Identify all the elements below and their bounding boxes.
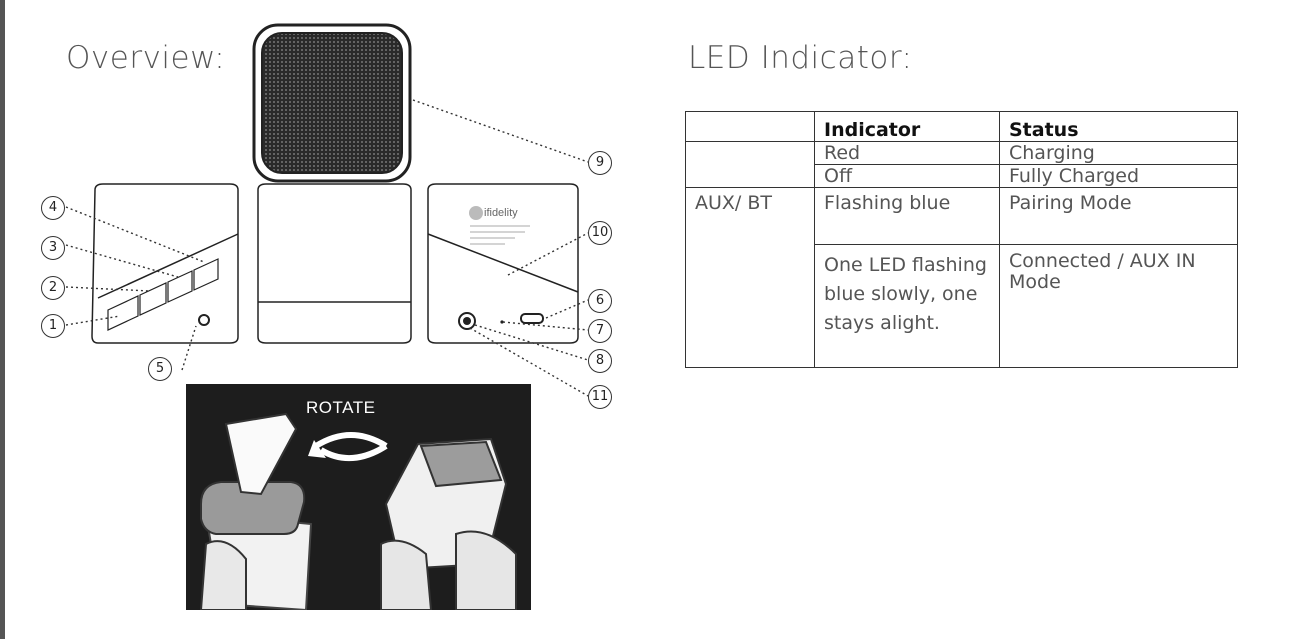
callout-3: 3	[41, 236, 65, 260]
usb-port-icon	[521, 314, 543, 323]
callout-10: 10	[588, 221, 612, 245]
rotate-arrow-icon	[308, 435, 386, 458]
indicator-cell: One LED flashing blue slowly, one stays …	[815, 245, 1000, 368]
speaker-right-view: ifidelity	[428, 184, 578, 343]
callout-2: 2	[41, 276, 65, 300]
speaker-cube-icon	[258, 184, 411, 343]
led-indicator-table: Indicator Status Red Charging Off Fully …	[685, 111, 1238, 368]
callout-8: 8	[588, 349, 612, 373]
table-row: AUX/ BT Flashing blue Pairing Mode	[686, 188, 1238, 245]
speaker-grille-icon	[254, 25, 410, 181]
callout-6: 6	[588, 289, 612, 313]
speaker-left-view	[92, 184, 238, 343]
callout-1: 1	[41, 314, 65, 338]
status-cell: Connected / AUX IN Mode	[1000, 245, 1238, 368]
mode-cell-empty	[686, 142, 815, 188]
mode-cell-aux-bt: AUX/ BT	[686, 188, 815, 368]
callout-11: 11	[588, 385, 612, 409]
status-cell: Pairing Mode	[1000, 188, 1238, 245]
status-cell: Fully Charged	[1000, 165, 1238, 188]
right-hand-cube	[381, 439, 516, 610]
brand-logo: ifidelity	[484, 207, 518, 219]
indicator-cell: Red	[815, 142, 1000, 165]
aux-jack-icon	[459, 313, 475, 329]
indicator-cell: Off	[815, 165, 1000, 188]
header-mode	[686, 112, 815, 142]
indicator-cell: Flashing blue	[815, 188, 1000, 245]
callout-5: 5	[148, 357, 172, 381]
rotate-photo: ROTATE	[186, 384, 531, 610]
table-row: Red Charging	[686, 142, 1238, 165]
table-header-row: Indicator Status	[686, 112, 1238, 142]
callout-9: 9	[588, 151, 612, 175]
callout-7: 7	[588, 319, 612, 343]
led-indicator-title: LED Indicator:	[688, 40, 912, 76]
left-hand-cube	[201, 414, 311, 610]
status-cell: Charging	[1000, 142, 1238, 165]
header-status: Status	[1000, 112, 1238, 142]
header-indicator: Indicator	[815, 112, 1000, 142]
callout-4: 4	[41, 196, 65, 220]
